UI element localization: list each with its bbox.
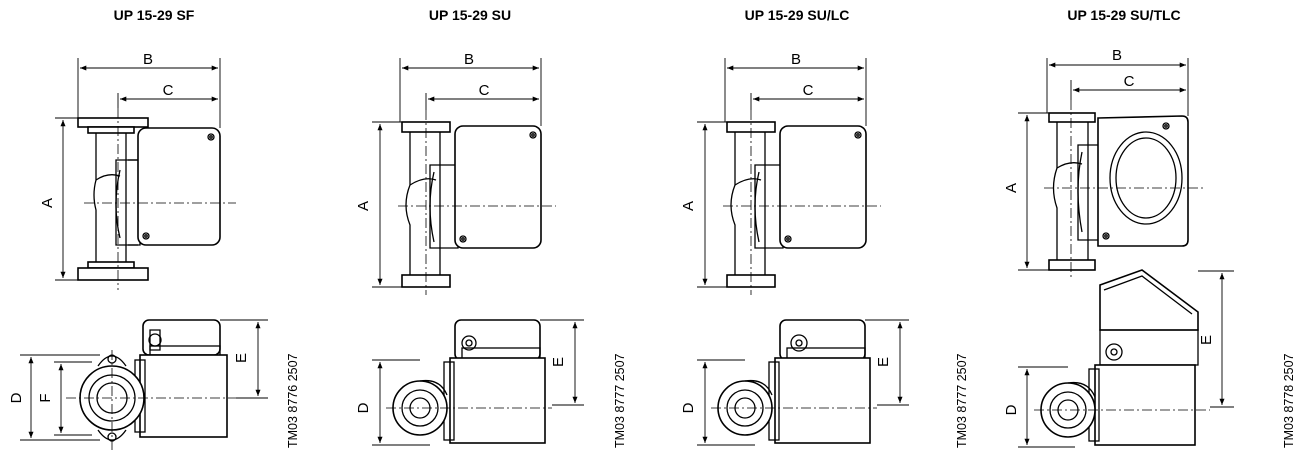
label-b: B — [143, 51, 153, 68]
label-e: E — [1198, 335, 1215, 345]
label-a: A — [355, 201, 372, 211]
label-e: E — [875, 357, 892, 367]
pump-side-view-sf — [77, 117, 221, 281]
panel-title-su-tlc: UP 15-29 SU/TLC — [1067, 7, 1181, 23]
pump-side-view-su — [401, 121, 542, 288]
label-c: C — [163, 82, 174, 99]
panel-title-su: UP 15-29 SU — [428, 7, 512, 23]
label-a: A — [39, 198, 56, 208]
pump-top-view-sf — [79, 319, 228, 442]
label-b: B — [1112, 47, 1122, 64]
panel-title-sf: UP 15-29 SF — [113, 7, 195, 23]
label-c: C — [803, 82, 814, 99]
pump-top-view-su-tlc — [1040, 269, 1199, 446]
label-d: D — [680, 402, 697, 413]
label-f: F — [37, 393, 54, 402]
label-a: A — [1003, 183, 1020, 193]
label-e: E — [550, 357, 567, 367]
pump-top-view-su — [392, 319, 546, 444]
label-d: D — [355, 402, 372, 413]
label-d: D — [1003, 404, 1020, 415]
label-e: E — [233, 353, 250, 363]
label-b: B — [464, 51, 474, 68]
pump-side-view-su-tlc — [1048, 112, 1189, 271]
label-d: D — [8, 392, 25, 403]
pump-top-view-su-lc — [717, 319, 871, 444]
label-b: B — [791, 51, 801, 68]
label-c: C — [479, 82, 490, 99]
pump-side-view-su-lc — [726, 121, 867, 288]
label-c: C — [1124, 73, 1135, 90]
label-a: A — [680, 201, 697, 211]
panel-title-su-lc: UP 15-29 SU/LC — [744, 7, 850, 23]
